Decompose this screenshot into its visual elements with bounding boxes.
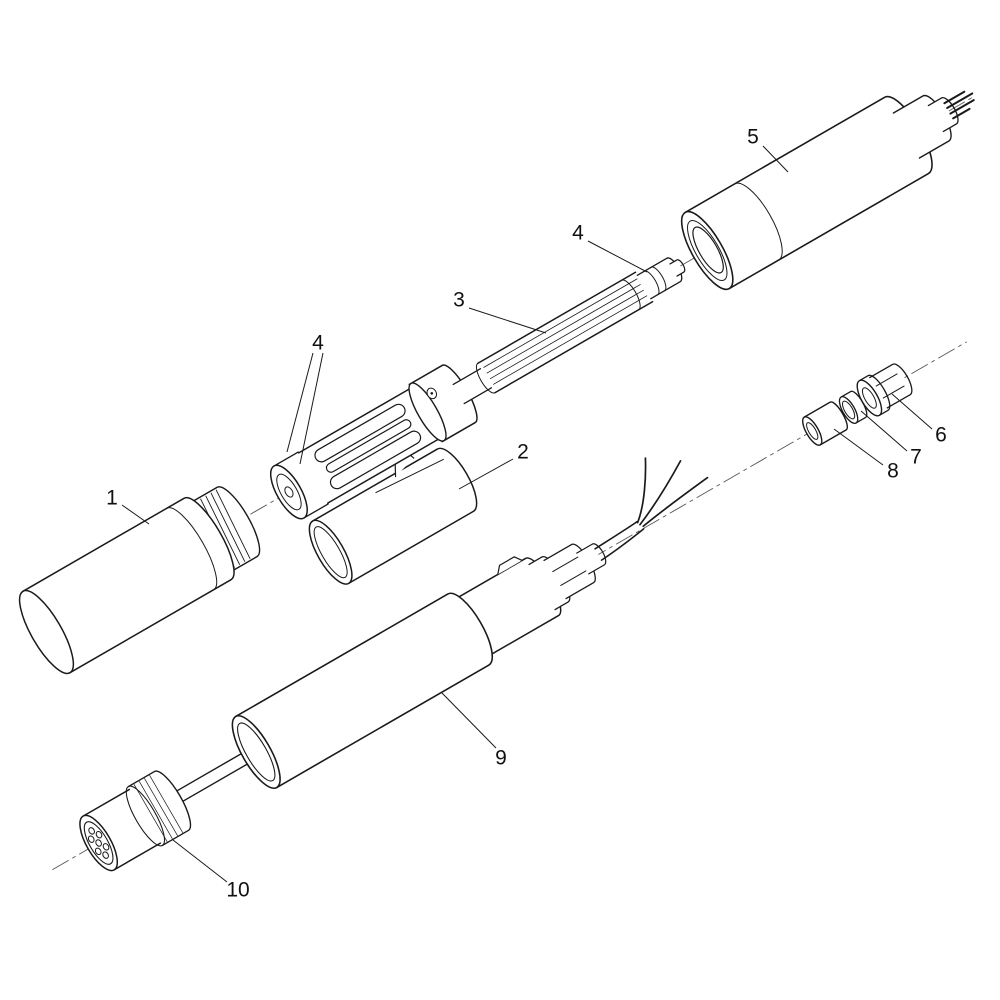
callout-6-leader <box>891 393 933 430</box>
callout-9-leader <box>441 692 497 749</box>
housing-bore <box>692 226 724 274</box>
collar-face <box>408 382 447 442</box>
connector-pins <box>943 90 975 120</box>
cage-slot <box>329 430 422 490</box>
callout-6: 6 <box>891 393 947 447</box>
cage-body <box>297 387 442 504</box>
callout-8-label: 8 <box>887 460 899 483</box>
part-6-locknut <box>856 363 913 417</box>
callout-2: 2 <box>458 441 529 490</box>
tube-mouth-outer <box>231 715 281 789</box>
callout-3-label: 3 <box>453 289 465 312</box>
callout-3-leader <box>468 307 547 334</box>
callout-4a-label: 4 <box>312 332 324 355</box>
part-1-end-face <box>18 589 75 675</box>
part-3-electrode-cartridge <box>269 257 686 520</box>
part-2-cover-sleeve <box>308 447 478 585</box>
callout-8: 8 <box>833 428 899 483</box>
part-5-housing <box>680 90 975 291</box>
callout-1-leader <box>121 504 150 525</box>
connector-pin-holes <box>87 827 110 859</box>
body-clip <box>497 556 523 576</box>
callout-3: 3 <box>453 289 547 334</box>
callout-10: 10 <box>172 839 250 902</box>
callout-10-label: 10 <box>226 879 249 902</box>
cage-slot <box>325 419 412 473</box>
callout-4b-leader <box>587 240 648 273</box>
part-9-outer-tube <box>231 592 494 789</box>
housing-wall <box>687 219 728 282</box>
sleeve-mouth-outer <box>308 519 353 585</box>
coupling-ring <box>127 770 192 847</box>
cable <box>594 520 645 561</box>
callout-9-label: 9 <box>495 747 507 770</box>
callout-5-leader <box>762 145 789 173</box>
callout-4a-leader <box>286 352 314 453</box>
callout-4b-label: 4 <box>572 222 584 245</box>
part-8-spacer <box>801 401 848 446</box>
callout-5: 5 <box>747 126 789 173</box>
callout-7-label: 7 <box>910 446 922 469</box>
callout-9: 9 <box>441 692 507 770</box>
cap-tip <box>284 486 294 498</box>
cap-ring-inner <box>276 473 302 511</box>
part-1-end-cap <box>18 486 261 675</box>
cable-wires <box>636 457 709 528</box>
callout-7: 7 <box>860 410 922 469</box>
callout-2-label: 2 <box>517 441 529 464</box>
callout-8-leader <box>833 428 884 466</box>
callout-7-leader <box>860 410 908 452</box>
callout-4a-leader <box>299 352 324 465</box>
callout-1: 1 <box>106 487 150 525</box>
part-1-thread <box>186 486 261 575</box>
callout-4b: 4 <box>572 222 648 273</box>
callout-1-label: 1 <box>106 487 118 510</box>
callout-2-leader <box>458 458 514 490</box>
tube-mouth-inner <box>237 722 276 782</box>
callout-5-label: 5 <box>747 126 759 149</box>
callout-10-leader <box>172 839 228 883</box>
sleeve-mouth-inner <box>313 526 348 579</box>
ribbed-tube <box>477 271 654 394</box>
callout-4a: 4 <box>286 332 324 465</box>
part-10-connector <box>79 770 192 872</box>
cage-slot <box>314 403 406 463</box>
callout-6-label: 6 <box>935 424 947 447</box>
